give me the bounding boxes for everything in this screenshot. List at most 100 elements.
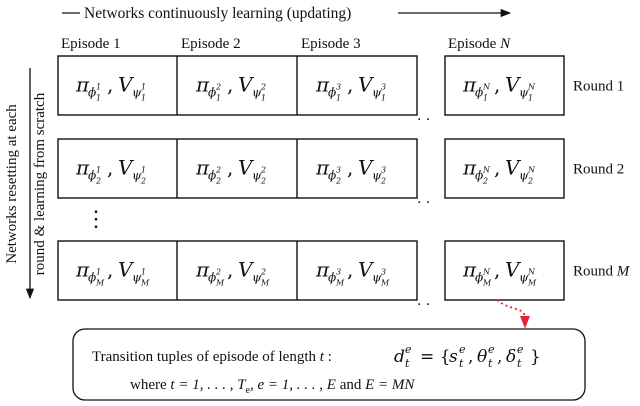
phi-symbol: ϕ — [208, 86, 216, 100]
psi-symbol: ψ — [252, 169, 262, 183]
policy-symbol: π — [195, 73, 210, 97]
comma: , — [107, 258, 113, 282]
phi-symbol: ϕ — [475, 169, 483, 183]
transition-box-frame — [72, 328, 586, 401]
policy-symbol: π — [315, 156, 330, 180]
svg-text:,: , — [468, 347, 473, 367]
comma: , — [347, 258, 353, 282]
psi-sup: 3 — [381, 166, 386, 175]
psi-symbol: ψ — [372, 169, 382, 183]
vertical-ellipsis: ⋮ — [85, 207, 107, 232]
svg-text:}: } — [530, 347, 541, 367]
phi-sup: 3 — [336, 83, 341, 92]
value-symbol: V — [118, 73, 135, 97]
comma: , — [347, 73, 353, 97]
comma: , — [494, 73, 500, 97]
phi-symbol: ϕ — [328, 86, 336, 100]
psi-sup: 3 — [381, 83, 386, 92]
round-label-1: Round 1 — [573, 79, 624, 95]
transition-description: Transition tuples of episode of length — [92, 349, 320, 365]
comma: , — [227, 258, 233, 282]
and-text: and — [336, 377, 365, 393]
left-arrow: Networks resetting at each round & learn… — [4, 68, 48, 300]
psi-sub: 1 — [141, 94, 146, 103]
psi-sup: 1 — [141, 166, 146, 175]
round-label-text: Round 1 — [573, 79, 624, 95]
psi-sub: M — [380, 279, 390, 288]
episode-header-text: Episode 1 — [61, 36, 121, 52]
phi-symbol: ϕ — [208, 271, 216, 285]
svg-text:e: e — [405, 343, 412, 356]
phi-symbol: ϕ — [475, 86, 483, 100]
policy-symbol: π — [462, 156, 477, 180]
svg-text:t: t — [517, 357, 522, 370]
value-symbol: V — [118, 258, 135, 282]
comma: , — [494, 156, 500, 180]
phi-sup: 2 — [215, 83, 221, 92]
psi-sub: M — [140, 279, 150, 288]
phi-sup: 1 — [96, 166, 101, 175]
psi-symbol: ψ — [519, 86, 529, 100]
e-equals-mn: E = MN — [364, 377, 415, 393]
transition-line2: where t = 1, . . . , Te, e = 1, . . . , … — [130, 377, 415, 396]
horizontal-ellipsis: · · — [417, 297, 430, 313]
episode-header-var: N — [499, 36, 511, 52]
round-label-text: Round — [573, 264, 617, 280]
psi-symbol: ψ — [252, 271, 262, 285]
phi-sub: 2 — [95, 177, 101, 186]
svg-text:δ: δ — [506, 347, 516, 367]
episode-header-1: Episode 1 — [61, 36, 121, 52]
psi-sup: 3 — [381, 268, 386, 277]
round-label-2: Round 2 — [573, 162, 624, 178]
svg-text:θ: θ — [477, 347, 487, 367]
psi-symbol: ψ — [519, 169, 529, 183]
psi-symbol: ψ — [252, 86, 262, 100]
phi-symbol: ϕ — [328, 271, 336, 285]
value-symbol: V — [505, 156, 522, 180]
value-symbol: V — [505, 73, 522, 97]
round-block-frame-n — [444, 55, 565, 116]
psi-symbol: ψ — [132, 271, 142, 285]
phi-sub: 2 — [335, 177, 341, 186]
svg-text:e: e — [517, 343, 524, 356]
psi-sub: 1 — [381, 94, 386, 103]
phi-sup: 1 — [96, 83, 101, 92]
round-label-text: Round 2 — [573, 162, 624, 178]
round-block-frame — [57, 240, 418, 301]
psi-symbol: ψ — [372, 271, 382, 285]
phi-sub: 1 — [216, 94, 221, 103]
phi-symbol: ϕ — [88, 271, 96, 285]
phi-symbol: ϕ — [208, 169, 216, 183]
dotted-connector-arrow — [496, 299, 531, 329]
length-variable: t — [320, 349, 325, 365]
value-symbol: V — [358, 73, 375, 97]
psi-sup: 2 — [260, 83, 266, 92]
value-symbol: V — [358, 156, 375, 180]
round-block-frame — [57, 55, 418, 116]
left-arrow-label-line2: round & learning from scratch — [32, 92, 48, 275]
phi-sup: 2 — [215, 268, 221, 277]
policy-symbol: π — [75, 156, 90, 180]
round-block-frame — [57, 138, 418, 199]
top-arrow-label: Networks continuously learning (updating… — [84, 5, 351, 22]
phi-symbol: ϕ — [328, 169, 336, 183]
transition-colon: : — [324, 349, 332, 365]
psi-sup: 2 — [260, 268, 266, 277]
phi-sup: 1 — [96, 268, 101, 277]
svg-text:t: t — [488, 357, 493, 370]
top-arrow: Networks continuously learning (updating… — [62, 5, 512, 22]
horizontal-ellipsis: · · — [417, 195, 430, 211]
where-text: where — [130, 377, 170, 393]
episode-header-3: Episode 3 — [301, 36, 361, 52]
phi-symbol: ϕ — [88, 86, 96, 100]
phi-sub: 1 — [96, 94, 101, 103]
